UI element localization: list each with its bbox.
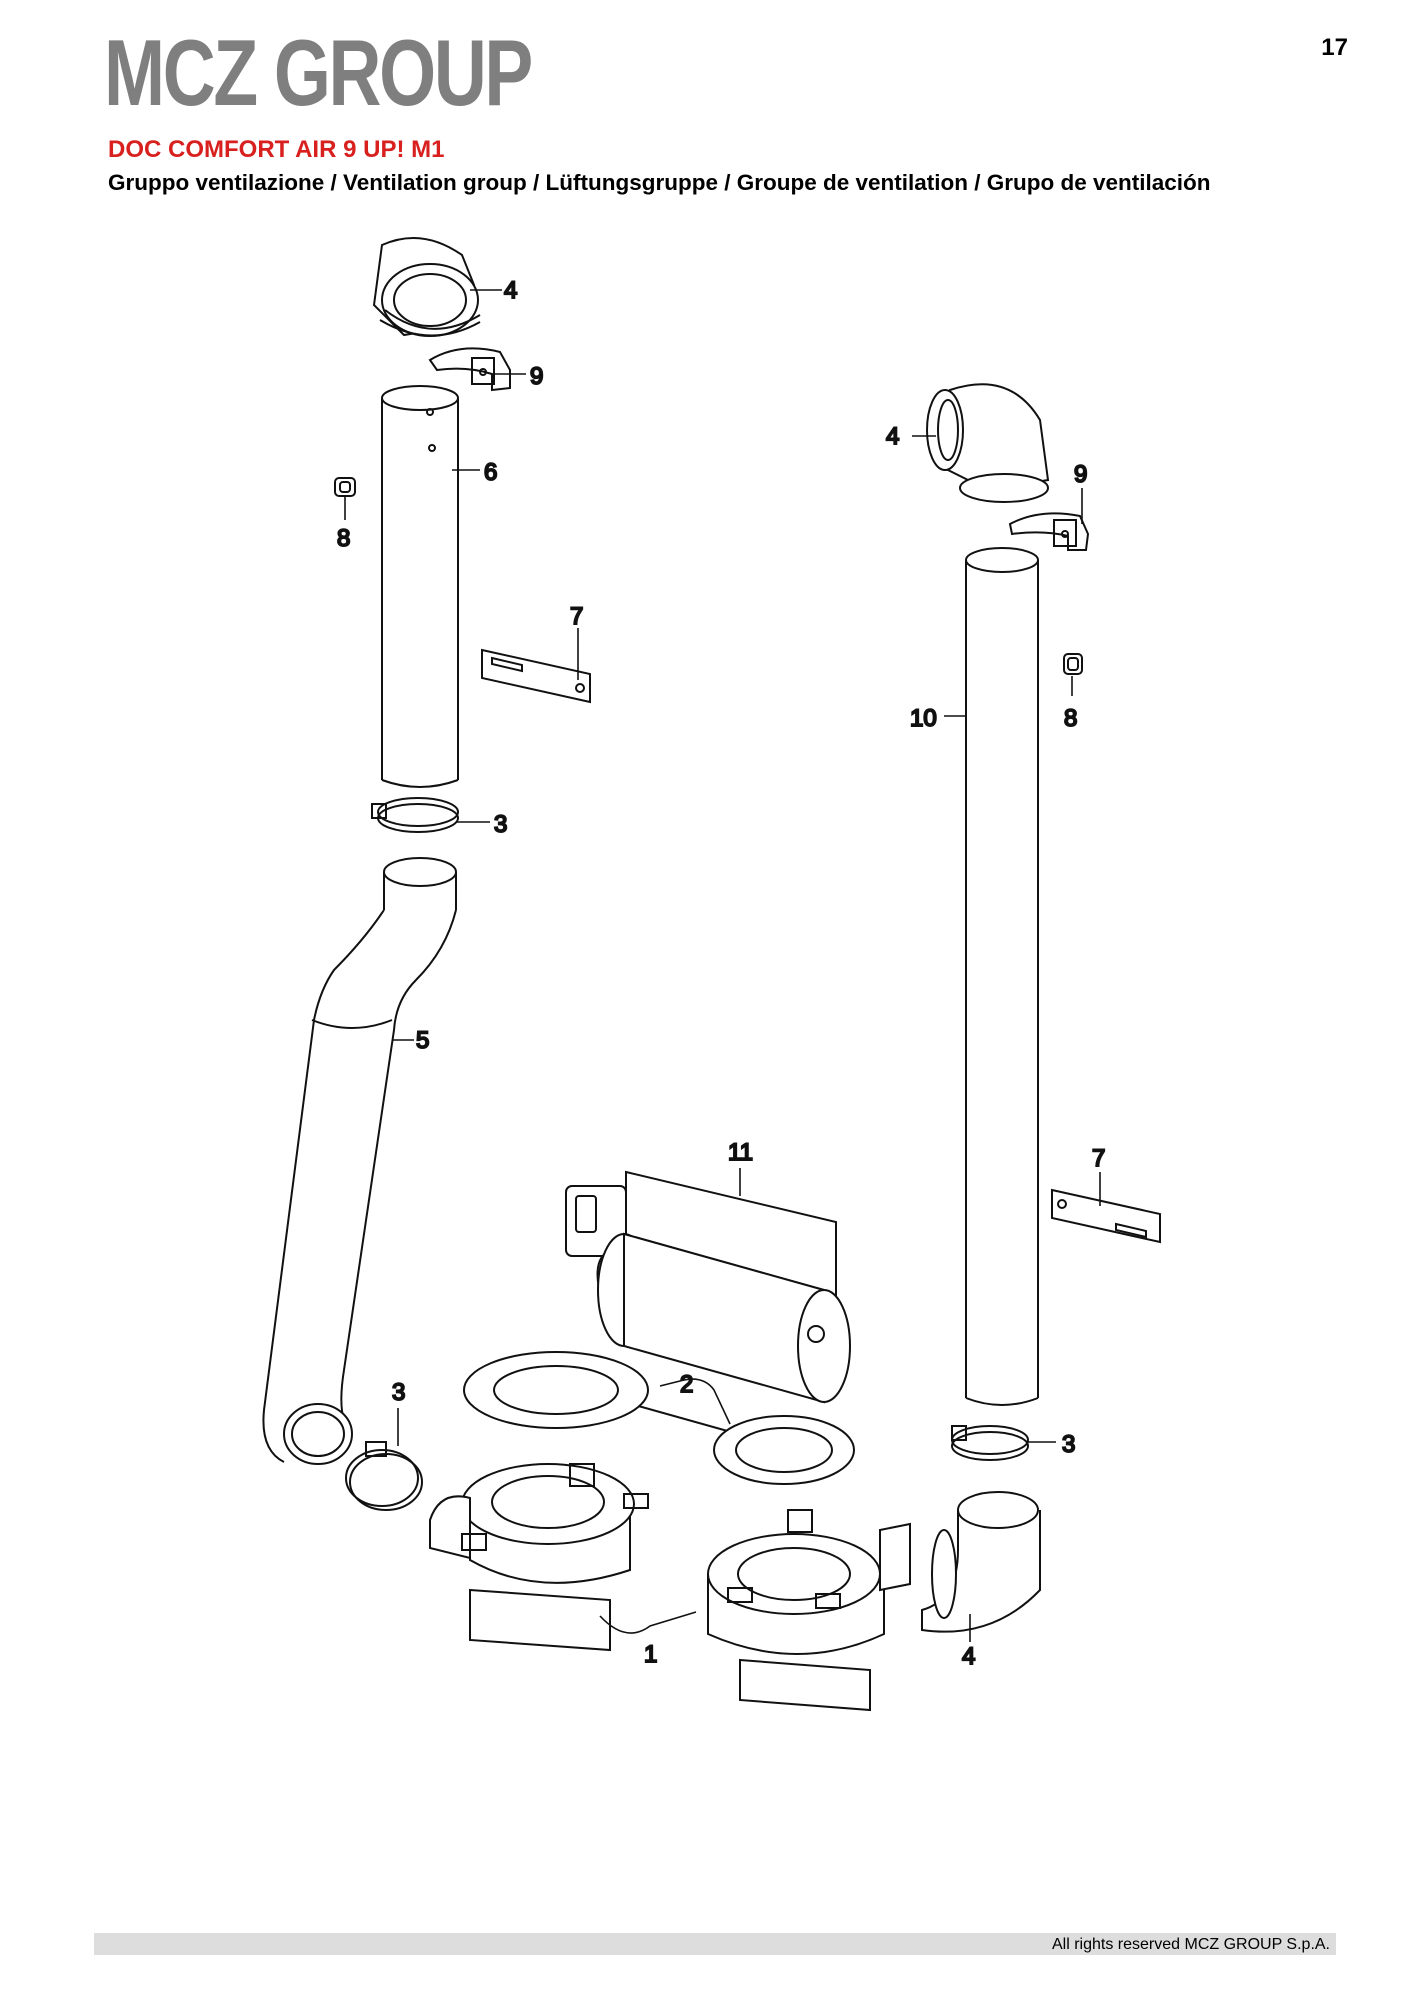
part-clamp-lower-left [345,1441,423,1511]
callout-3: 3 [392,1379,405,1406]
callout-2: 2 [680,1371,693,1398]
part-plug-left [334,477,356,497]
callout-4: 4 [504,277,517,304]
page-number: 17 [1321,34,1348,61]
part-fan-right [707,1509,911,1712]
part-plug-right [1063,653,1083,675]
mcz-group-logo: MCZ GROUP [104,20,533,125]
part-bracket-top-right [1008,512,1090,551]
part-plate-right [1051,1188,1161,1244]
part-bracket-top-left [428,347,511,392]
callout-4: 4 [962,1643,975,1670]
callout-11: 11 [728,1139,753,1166]
callout-3: 3 [494,811,507,838]
document-subtitle: Gruppo ventilazione / Ventilation group … [108,170,1211,195]
part-pipe-left [381,385,459,788]
part-clamp-right [951,1425,1029,1461]
callout-1: 1 [644,1641,657,1668]
leader-lines [344,289,1101,1642]
part-plate-left [481,648,591,704]
callout-5: 5 [416,1027,429,1054]
part-gasket-upper [463,1351,649,1429]
callout-8: 8 [337,525,350,552]
part-pipe-right [965,547,1039,1406]
callout-8: 8 [1064,705,1077,732]
part-heater-unit [565,1170,851,1459]
callout-10: 10 [910,705,937,732]
part-gasket-lower [713,1415,855,1485]
footer-bar [94,1933,1336,1955]
callout-4: 4 [886,423,899,450]
footer-copyright: All rights reserved MCZ GROUP S.p.A. [1052,1936,1330,1953]
callout-9: 9 [530,363,543,390]
callout-7: 7 [570,603,583,630]
callout-6: 6 [484,459,497,486]
part-elbow-top-right [926,383,1050,503]
part-clamp-upper-left [371,797,459,833]
document-title: DOC COMFORT AIR 9 UP! M1 [108,136,445,163]
callout-7: 7 [1092,1145,1105,1172]
part-elbow-top-left [372,236,481,337]
callout-3: 3 [1062,1431,1075,1458]
part-flex-hose [262,857,457,1465]
part-fan-left [429,1463,649,1652]
part-elbow-bottom-right [921,1491,1041,1633]
callout-9: 9 [1074,461,1087,488]
